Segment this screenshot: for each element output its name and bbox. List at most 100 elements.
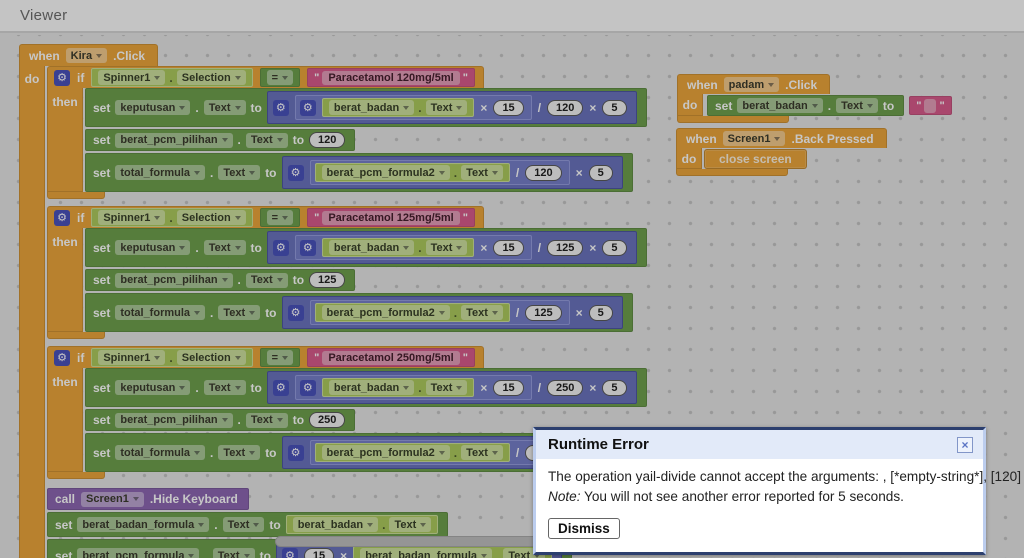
berat-badan-getter[interactable]: berat_badan . Text: [321, 378, 475, 397]
number-block[interactable]: 250: [309, 412, 346, 428]
dropdown-arrow-icon: [438, 170, 445, 175]
equals-block[interactable]: =: [259, 68, 301, 87]
component-dropdown[interactable]: Screen1: [722, 131, 786, 146]
berat-pcm-formula2-getter[interactable]: berat_pcm_formula2 . Text: [314, 443, 510, 462]
equals-block[interactable]: =: [259, 208, 301, 227]
number-block[interactable]: 5: [602, 379, 627, 396]
set-berat-pcm-pilihan-block[interactable]: set berat_pcm_pilihan . Text to 120: [85, 129, 356, 151]
dropdown-arrow-icon: [403, 385, 410, 390]
mutator-gear-icon[interactable]: ⚙: [299, 379, 316, 396]
when-back-pressed-block[interactable]: when Screen1 .Back Pressed do close scre…: [676, 128, 887, 176]
mutator-gear-icon[interactable]: ⚙: [272, 99, 289, 116]
berat-badan-getter[interactable]: berat_badan . Text: [285, 515, 439, 534]
math-subexpression-block[interactable]: berat_pcm_formula2 . Text / 250: [309, 440, 570, 465]
if-block-120[interactable]: ⚙ if Spinner1 . Selection = " Paracetam: [47, 66, 647, 199]
dropdown-arrow-icon: [456, 245, 463, 250]
event-block-header[interactable]: when Kira .Click: [19, 44, 159, 66]
set-berat-pcm-pilihan-block[interactable]: set berat_pcm_pilihan . Text to 250: [85, 409, 356, 431]
dropdown-arrow-icon: [491, 310, 498, 315]
number-block[interactable]: 250: [547, 379, 584, 396]
math-subexpression-block[interactable]: ⚙ berat_badan . Text × 15: [294, 95, 532, 120]
dropdown-arrow-icon: [179, 245, 186, 250]
number-block[interactable]: 120: [525, 164, 562, 181]
number-block[interactable]: 125: [309, 272, 346, 288]
empty-string-block[interactable]: " ": [909, 96, 952, 115]
number-block[interactable]: 15: [303, 547, 335, 558]
math-subexpression-block[interactable]: ⚙ berat_badan . Text × 15: [294, 235, 532, 260]
dropdown-arrow-icon: [249, 450, 256, 455]
number-block[interactable]: 15: [493, 379, 524, 396]
set-keputusan-block[interactable]: set keputusan . Text to ⚙ ⚙: [85, 368, 647, 407]
dropdown-arrow-icon: [154, 75, 161, 80]
dialog-body: The operation yail-divide cannot accept …: [536, 459, 1021, 552]
dropdown-arrow-icon: [234, 245, 241, 250]
number-block[interactable]: 5: [588, 164, 613, 181]
number-block[interactable]: 15: [493, 99, 524, 116]
do-spine: do: [676, 148, 702, 169]
set-total-formula-block[interactable]: set total_formula . Text to ⚙ berat_pcm: [85, 153, 633, 192]
number-block[interactable]: 120: [547, 99, 584, 116]
mutator-gear-icon[interactable]: ⚙: [287, 304, 304, 321]
text-string-block[interactable]: " Paracetamol 125mg/5ml ": [307, 208, 475, 227]
set-keputusan-block[interactable]: set keputusan . Text to ⚙ ⚙: [85, 88, 647, 127]
mutator-gear-icon[interactable]: ⚙: [54, 209, 70, 226]
dropdown-arrow-icon: [179, 105, 186, 110]
berat-badan-getter[interactable]: berat_badan . Text: [321, 238, 475, 257]
set-berat-badan-block[interactable]: set berat_badan . Text to: [707, 95, 905, 116]
mutator-gear-icon[interactable]: ⚙: [54, 69, 70, 86]
number-block[interactable]: 15: [493, 239, 524, 256]
number-block[interactable]: 125: [547, 239, 584, 256]
number-block[interactable]: 5: [588, 304, 613, 321]
error-note: Note: You will not see another error rep…: [548, 489, 904, 504]
set-berat-pcm-pilihan-block[interactable]: set berat_pcm_pilihan . Text to 125: [85, 269, 356, 291]
if-block-125[interactable]: ⚙ if Spinner1 . Selection = " Paracetam: [47, 206, 647, 339]
math-expression-block[interactable]: ⚙ berat_pcm_formula2 . Text / 125: [281, 296, 623, 329]
set-berat-badan-formula-block[interactable]: set berat_badan_formula . Text to berat_…: [47, 512, 449, 537]
close-icon[interactable]: ×: [957, 436, 973, 453]
call-hide-keyboard-block[interactable]: call Screen1 .Hide Keyboard: [47, 488, 249, 510]
mutator-gear-icon[interactable]: ⚙: [287, 164, 304, 181]
number-block[interactable]: 125: [525, 304, 562, 321]
equals-block[interactable]: =: [259, 348, 301, 367]
runtime-error-dialog: Runtime Error × The operation yail-divid…: [533, 427, 1021, 555]
mutator-gear-icon[interactable]: ⚙: [299, 99, 316, 116]
dropdown-arrow-icon: [154, 355, 161, 360]
mutator-gear-icon[interactable]: ⚙: [299, 239, 316, 256]
math-expression-block[interactable]: ⚙ berat_pcm_formula2 . Text / 120: [281, 156, 623, 189]
when-padam-click-block[interactable]: when padam .Click do set berat_badan . T…: [677, 74, 952, 123]
component-dropdown[interactable]: Kira: [65, 48, 108, 63]
close-screen-block[interactable]: close screen: [704, 149, 807, 169]
spinner-selection-getter[interactable]: Spinner1 . Selection: [91, 68, 253, 87]
set-keputusan-block[interactable]: set keputusan . Text to ⚙ ⚙: [85, 228, 647, 267]
when-kira-click-block[interactable]: when Kira .Click do ⚙ if Spinner1 .: [19, 44, 647, 558]
math-expression-block[interactable]: ⚙ ⚙ berat_badan . Text ×: [266, 231, 637, 264]
mutator-gear-icon[interactable]: ⚙: [281, 547, 298, 558]
mutator-gear-icon[interactable]: ⚙: [272, 379, 289, 396]
berat-pcm-formula2-getter[interactable]: berat_pcm_formula2 . Text: [314, 303, 510, 322]
berat-badan-getter[interactable]: berat_badan . Text: [321, 98, 475, 117]
text-string-block[interactable]: " Paracetamol 120mg/5ml ": [307, 68, 475, 87]
spinner-selection-getter[interactable]: Spinner1 . Selection: [91, 348, 253, 367]
math-subexpression-block[interactable]: berat_pcm_formula2 . Text / 120: [309, 160, 570, 185]
mutator-gear-icon[interactable]: ⚙: [272, 239, 289, 256]
dropdown-arrow-icon: [194, 310, 201, 315]
dropdown-arrow-icon: [438, 450, 445, 455]
math-subexpression-block[interactable]: ⚙ berat_badan . Text × 15: [294, 375, 532, 400]
number-block[interactable]: 5: [602, 239, 627, 256]
dismiss-button[interactable]: Dismiss: [548, 518, 620, 539]
berat-pcm-formula2-getter[interactable]: berat_pcm_formula2 . Text: [314, 163, 510, 182]
dropdown-arrow-icon: [438, 310, 445, 315]
mutator-gear-icon[interactable]: ⚙: [287, 444, 304, 461]
math-expression-block[interactable]: ⚙ ⚙ berat_badan . Text ×: [266, 371, 637, 404]
mutator-gear-icon[interactable]: ⚙: [54, 349, 70, 366]
dropdown-arrow-icon: [403, 105, 410, 110]
text-string-block[interactable]: " Paracetamol 250mg/5ml ": [307, 348, 475, 367]
blocks-canvas[interactable]: when Kira .Click do ⚙ if Spinner1 .: [0, 35, 1024, 558]
math-expression-block[interactable]: ⚙ ⚙ berat_badan . Text ×: [266, 91, 637, 124]
number-block[interactable]: 120: [309, 132, 346, 148]
component-dropdown[interactable]: padam: [723, 77, 780, 92]
math-subexpression-block[interactable]: berat_pcm_formula2 . Text / 125: [309, 300, 570, 325]
number-block[interactable]: 5: [602, 99, 627, 116]
spinner-selection-getter[interactable]: Spinner1 . Selection: [91, 208, 253, 227]
set-total-formula-block[interactable]: set total_formula . Text to ⚙ berat_pcm: [85, 293, 633, 332]
